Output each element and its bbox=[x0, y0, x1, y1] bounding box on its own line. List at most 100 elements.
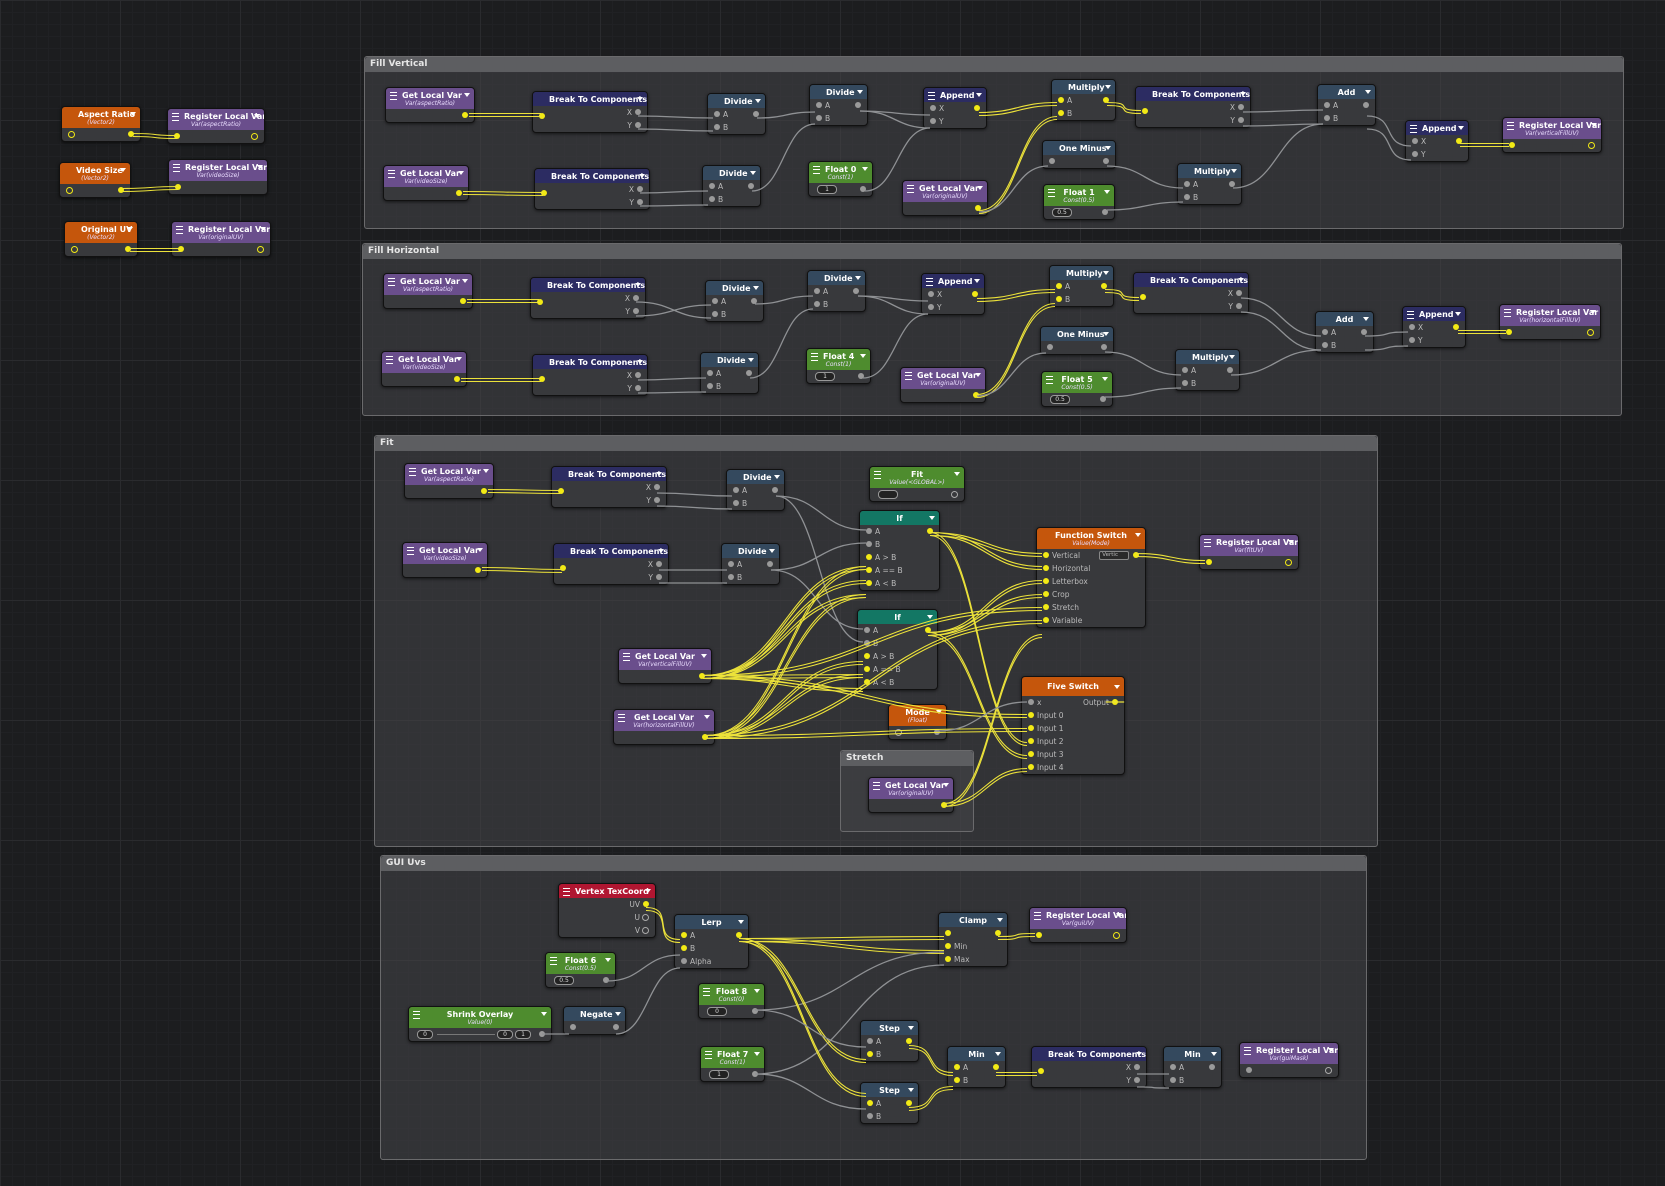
chevron-down-icon[interactable] bbox=[127, 227, 133, 231]
chevron-down-icon[interactable] bbox=[1365, 90, 1371, 94]
chevron-down-icon[interactable] bbox=[605, 958, 611, 962]
output-pin[interactable] bbox=[128, 131, 134, 137]
chevron-down-icon[interactable] bbox=[977, 186, 983, 190]
chevron-down-icon[interactable] bbox=[462, 279, 468, 283]
output-pin[interactable] bbox=[702, 734, 708, 740]
output-pin[interactable] bbox=[1134, 1077, 1140, 1083]
chevron-down-icon[interactable] bbox=[995, 1052, 1001, 1056]
input-pin[interactable] bbox=[1184, 181, 1190, 187]
input-pin[interactable] bbox=[1506, 329, 1512, 335]
chevron-down-icon[interactable] bbox=[1591, 123, 1597, 127]
output-pin[interactable] bbox=[855, 102, 861, 108]
output-pin[interactable] bbox=[635, 385, 641, 391]
output-pin[interactable] bbox=[975, 205, 981, 211]
input-pin[interactable] bbox=[1028, 699, 1034, 705]
input-pin[interactable] bbox=[1058, 110, 1064, 116]
min-field[interactable]: 0 bbox=[497, 1030, 513, 1039]
chevron-down-icon[interactable] bbox=[658, 549, 664, 553]
chevron-down-icon[interactable] bbox=[754, 989, 760, 993]
input-pin[interactable] bbox=[895, 729, 902, 736]
input-pin[interactable] bbox=[1028, 751, 1034, 757]
chevron-down-icon[interactable] bbox=[1458, 126, 1464, 130]
input-pin[interactable] bbox=[867, 1038, 873, 1044]
input-pin[interactable] bbox=[1049, 158, 1055, 164]
chevron-down-icon[interactable] bbox=[943, 783, 949, 787]
value-field[interactable] bbox=[878, 490, 898, 499]
output-pin[interactable] bbox=[995, 930, 1001, 936]
value-field[interactable]: 0.5 bbox=[1052, 208, 1072, 217]
input-pin[interactable] bbox=[928, 291, 934, 297]
output-pin[interactable] bbox=[1238, 117, 1244, 123]
output-pin[interactable] bbox=[1588, 142, 1595, 149]
multiply-node[interactable]: Multiply A B bbox=[1175, 349, 1240, 391]
input-pin[interactable] bbox=[1056, 296, 1062, 302]
output-pin[interactable] bbox=[1456, 138, 1462, 144]
output-pin[interactable] bbox=[462, 112, 468, 118]
chevron-down-icon[interactable] bbox=[976, 93, 982, 97]
append-node[interactable]: Append X Y bbox=[923, 87, 987, 129]
value-slider[interactable] bbox=[437, 1034, 495, 1035]
input-pin[interactable] bbox=[1246, 1067, 1252, 1073]
input-pin[interactable] bbox=[930, 118, 936, 124]
input-pin[interactable] bbox=[1140, 294, 1146, 300]
output-pin[interactable] bbox=[951, 491, 958, 498]
input-pin[interactable] bbox=[864, 627, 870, 633]
value-field[interactable]: 0.5 bbox=[554, 976, 574, 985]
input-pin[interactable] bbox=[1184, 194, 1190, 200]
output-pin[interactable] bbox=[752, 1071, 758, 1077]
output-pin[interactable] bbox=[656, 574, 662, 580]
divide-node[interactable]: Divide A B bbox=[705, 280, 764, 322]
chevron-down-icon[interactable] bbox=[704, 715, 710, 719]
input-pin[interactable] bbox=[1058, 97, 1064, 103]
add-node[interactable]: Add A B bbox=[1315, 311, 1374, 353]
input-pin[interactable] bbox=[1182, 367, 1188, 373]
min-node[interactable]: Min A B bbox=[947, 1046, 1006, 1088]
add-node[interactable]: Add A B bbox=[1317, 84, 1376, 126]
chevron-down-icon[interactable] bbox=[701, 654, 707, 658]
input-pin[interactable] bbox=[709, 183, 715, 189]
chevron-down-icon[interactable] bbox=[975, 373, 981, 377]
input-pin[interactable] bbox=[864, 679, 870, 685]
output-pin[interactable] bbox=[456, 190, 462, 196]
divide-node[interactable]: Divide A B bbox=[721, 543, 780, 585]
input-pin[interactable] bbox=[1206, 559, 1212, 565]
input-pin[interactable] bbox=[1322, 329, 1328, 335]
output-pin[interactable] bbox=[1227, 367, 1233, 373]
input-pin[interactable] bbox=[1409, 337, 1415, 343]
output-pin[interactable] bbox=[1100, 396, 1106, 402]
output-pin[interactable] bbox=[736, 932, 742, 938]
input-pin[interactable] bbox=[1043, 552, 1049, 558]
chevron-down-icon[interactable] bbox=[639, 174, 645, 178]
output-pin[interactable] bbox=[1229, 181, 1235, 187]
mode-dropdown[interactable]: Vertic bbox=[1099, 551, 1129, 560]
break-to-components-node[interactable]: Break To Components X Y bbox=[551, 466, 667, 508]
input-pin[interactable] bbox=[541, 190, 547, 196]
clamp-node[interactable]: Clamp Min Max bbox=[938, 912, 1008, 967]
chevron-down-icon[interactable] bbox=[753, 286, 759, 290]
output-pin[interactable] bbox=[454, 376, 460, 382]
output-pin[interactable] bbox=[1101, 283, 1107, 289]
chevron-down-icon[interactable] bbox=[908, 1026, 914, 1030]
input-pin[interactable] bbox=[1043, 591, 1049, 597]
output-pin[interactable] bbox=[633, 308, 639, 314]
input-pin[interactable] bbox=[867, 1113, 873, 1119]
input-pin[interactable] bbox=[1043, 565, 1049, 571]
chevron-down-icon[interactable] bbox=[929, 516, 935, 520]
input-pin[interactable] bbox=[1170, 1077, 1176, 1083]
break-to-components-node[interactable]: Break To Components X Y bbox=[530, 277, 646, 319]
chevron-down-icon[interactable] bbox=[254, 114, 260, 118]
divide-node[interactable]: Divide A B bbox=[807, 270, 866, 312]
divide-node[interactable]: Divide A B bbox=[707, 93, 766, 135]
chevron-down-icon[interactable] bbox=[750, 171, 756, 175]
chevron-down-icon[interactable] bbox=[541, 1012, 547, 1016]
output-pin[interactable] bbox=[748, 183, 754, 189]
